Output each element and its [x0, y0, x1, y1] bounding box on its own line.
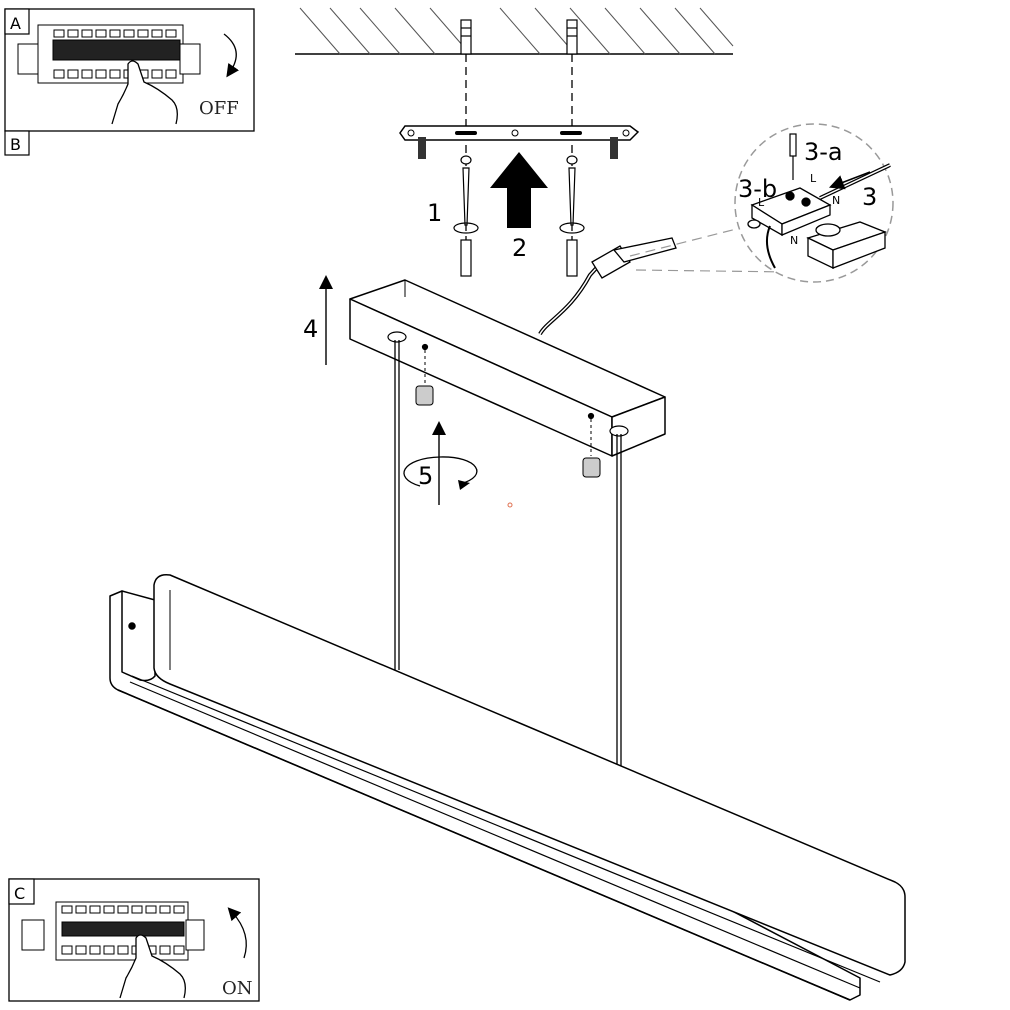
step-3-label: 3 [862, 183, 877, 211]
detail-leader [629, 224, 791, 273]
luminaire-bar [109, 573, 906, 1001]
step-4-label: 4 [303, 315, 318, 343]
panel-c-tag: C [14, 884, 25, 903]
suspension-wires [394, 340, 622, 768]
rotate-arrow-icon [223, 33, 240, 78]
terminal-block-icon [747, 187, 832, 237]
cable-holes [387, 331, 629, 437]
screw-icon [418, 137, 618, 159]
breaker-switch-icon [21, 901, 205, 961]
breaker-switch-icon [17, 24, 201, 84]
wiring-detail [734, 123, 894, 283]
rotate-arrow-icon [403, 456, 478, 487]
step-5-label: 5 [418, 462, 433, 490]
accent-dot [507, 502, 513, 508]
rotate-arrow-icon [453, 222, 585, 234]
terminal-cover [806, 221, 887, 270]
rotate-arrow-icon [227, 907, 247, 959]
panel-a-tag: A [10, 14, 21, 33]
fixing-screws [460, 155, 578, 277]
step-2-label: 2 [512, 234, 527, 262]
wire-n-right: N [832, 194, 840, 207]
screw-icon [415, 350, 601, 478]
hand-icon [119, 934, 186, 999]
panel-a-breaker-off: A OFF [4, 8, 255, 132]
wire-l-top: L [810, 172, 817, 185]
step-1-label: 1 [427, 199, 442, 227]
screw-icon [789, 133, 797, 180]
mounting-bracket [399, 125, 640, 159]
panel-c-breaker-on: C ON [8, 878, 260, 1002]
panel-b-tag-box: B [4, 130, 30, 156]
hand-icon [111, 60, 178, 125]
wire-l-left: L [758, 196, 765, 209]
panel-a-state: OFF [199, 98, 239, 119]
step-3b-label: 3-b [738, 175, 777, 203]
step-3a-label: 3-a [804, 138, 843, 166]
wire-n-bottom: N [790, 234, 798, 247]
ceiling-hatch [295, 7, 734, 55]
canopy-box [349, 279, 666, 457]
panel-c-state: ON [222, 978, 253, 999]
terminal-block-icon [591, 237, 677, 279]
up-arrow-icon [490, 152, 548, 228]
panel-b-tag: B [10, 135, 21, 154]
